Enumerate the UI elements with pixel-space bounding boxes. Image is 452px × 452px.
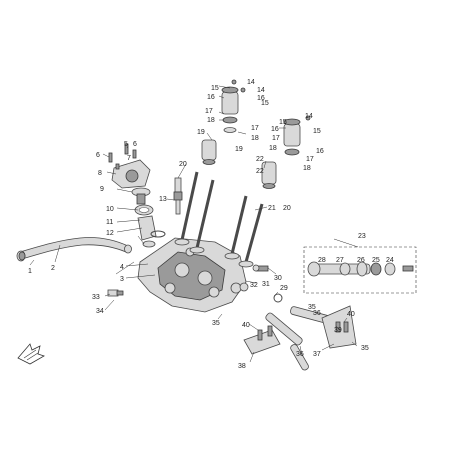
valves (174, 171, 264, 268)
label-5: 5 (124, 141, 128, 148)
label-6-left: 6 (96, 152, 100, 159)
label-40a: 40 (242, 322, 250, 329)
label-2: 2 (51, 265, 55, 272)
label-8: 8 (98, 170, 102, 177)
label-10: 10 (106, 206, 114, 213)
label-16a: 16 (207, 94, 215, 101)
label-17b: 17 (251, 125, 259, 132)
o-ring (150, 230, 166, 238)
label-21: 21 (268, 205, 276, 212)
label-1: 1 (28, 268, 32, 275)
label-40b: 40 (347, 311, 355, 318)
valve-springs-left (201, 86, 239, 165)
label-37: 37 (313, 351, 321, 358)
thermostat (131, 187, 151, 205)
label-17c: 17 (272, 135, 280, 142)
label-24: 24 (386, 257, 394, 264)
label-11: 11 (106, 219, 113, 226)
hose-clamp (18, 251, 26, 261)
thermostat-housing (111, 159, 151, 189)
thermostat-seal (134, 204, 154, 216)
label-17d: 17 (306, 156, 314, 163)
callout-labels: 1 2 3 4 5 6 6 7 8 9 10 11 12 13 14 14 14… (28, 79, 394, 370)
label-16c: 16 (271, 126, 279, 133)
label-22a: 22 (256, 156, 264, 163)
label-12: 12 (106, 230, 114, 237)
rocker-shaft (290, 344, 309, 371)
label-13: 13 (159, 196, 167, 203)
label-25: 25 (372, 257, 380, 264)
rocker-shaft-right (290, 305, 357, 349)
label-18b: 18 (251, 135, 259, 142)
label-36a: 36 (313, 310, 321, 317)
label-35a: 35 (308, 304, 316, 311)
label-4: 4 (120, 264, 124, 271)
label-38: 38 (238, 363, 246, 370)
label-14b: 14 (257, 87, 265, 94)
label-22b: 22 (256, 168, 264, 175)
label-31: 31 (262, 281, 270, 288)
label-36b: 36 (296, 351, 304, 358)
cylinder-head (137, 237, 247, 313)
label-20a: 20 (179, 161, 187, 168)
label-16b: 16 (257, 95, 265, 102)
label-3: 3 (120, 276, 124, 283)
label-15b: 15 (261, 100, 269, 107)
label-29: 29 (280, 285, 288, 292)
cam-plug (239, 282, 249, 292)
label-17a: 17 (205, 108, 213, 115)
label-18a: 18 (207, 117, 215, 124)
label-16d: 16 (316, 148, 324, 155)
label-18c: 18 (269, 145, 277, 152)
label-14a: 14 (247, 79, 255, 86)
label-39: 39 (334, 327, 342, 334)
label-14c: 14 (305, 113, 313, 120)
coolant-hose (16, 237, 132, 262)
label-18d: 18 (303, 165, 311, 172)
rocker-shaft-left (243, 312, 303, 355)
label-19b: 19 (235, 146, 243, 153)
label-20b: 20 (283, 205, 291, 212)
valve-keepers (231, 79, 311, 121)
cam-washer (273, 293, 283, 303)
camshaft-assembly (303, 246, 417, 294)
valve-springs-right (261, 118, 301, 189)
label-15d: 15 (313, 128, 321, 135)
drain-bolt (107, 289, 124, 297)
label-35c: 35 (361, 345, 369, 352)
label-26: 26 (357, 257, 365, 264)
label-30: 30 (274, 275, 282, 282)
label-35b: 35 (212, 320, 220, 327)
label-32: 32 (250, 282, 258, 289)
housing-bolts (108, 143, 137, 170)
cam-bolt (252, 264, 269, 272)
label-28: 28 (318, 257, 326, 264)
label-27: 27 (336, 257, 344, 264)
label-19a: 19 (197, 129, 205, 136)
label-33: 33 (92, 294, 100, 301)
label-15c: 15 (279, 119, 287, 126)
label-6-right: 6 (133, 141, 137, 148)
front-arrow-icon (17, 343, 45, 365)
leader-lines (29, 85, 359, 363)
label-23: 23 (358, 233, 366, 240)
label-15a: 15 (211, 85, 219, 92)
spark-plug (173, 177, 183, 215)
label-7: 7 (127, 155, 131, 162)
label-34: 34 (96, 308, 104, 315)
label-9: 9 (100, 186, 104, 193)
